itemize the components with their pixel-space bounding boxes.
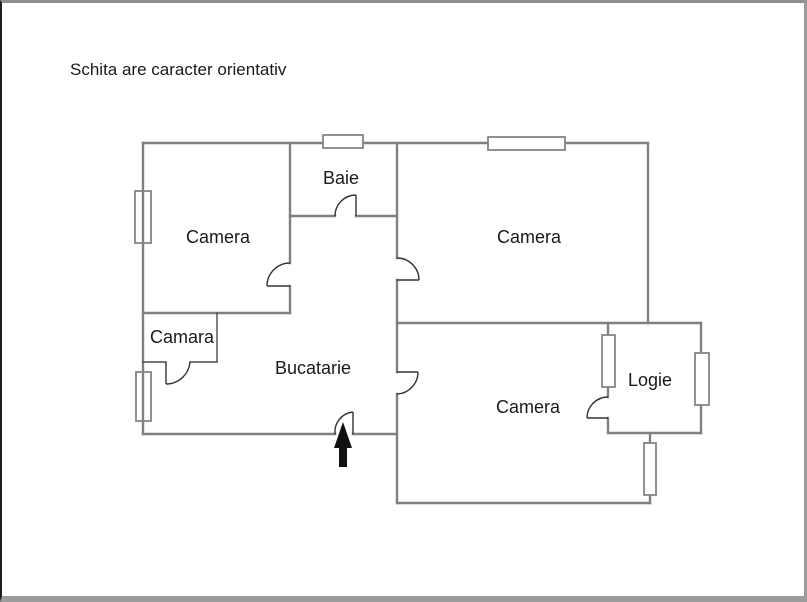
baie-door-swing-arc — [334, 194, 357, 217]
logie-door-swing-arc — [586, 396, 609, 419]
camera-bottom-door-swing-arc — [396, 371, 419, 395]
camara-door-swing-arc — [165, 361, 191, 385]
window — [601, 334, 616, 388]
entrance-door-swing-arc — [334, 411, 354, 435]
room-label: Logie — [628, 370, 672, 390]
room-label: Camera — [496, 397, 561, 417]
window — [135, 371, 152, 422]
room-label: Bucatarie — [275, 358, 351, 378]
room-label: Camara — [150, 327, 215, 347]
window — [322, 134, 364, 149]
disclaimer-text: Schita are caracter orientativ — [70, 60, 287, 79]
window — [694, 352, 710, 406]
camera-left-door-swing-arc — [266, 262, 291, 287]
window — [487, 136, 566, 151]
window — [643, 442, 657, 496]
entrance-arrow-icon — [334, 422, 352, 467]
camera-right-door-swing-arc — [396, 257, 420, 281]
room-label: Camera — [497, 227, 562, 247]
window — [134, 190, 152, 244]
room-label: Camera — [186, 227, 251, 247]
room-label: Baie — [323, 168, 359, 188]
